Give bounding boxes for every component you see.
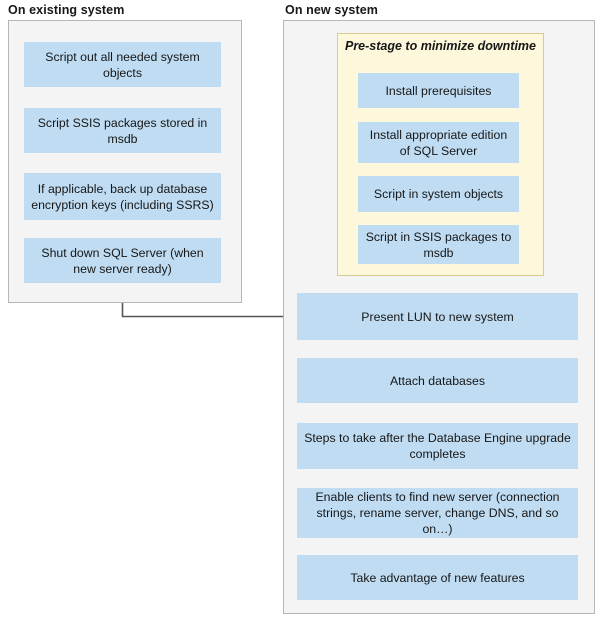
node-back-up-encryption-keys[interactable]: If applicable, back up database encrypti…: [24, 173, 221, 220]
node-install-prerequisites[interactable]: Install prerequisites: [358, 73, 519, 108]
node-enable-clients-find-new-server[interactable]: Enable clients to find new server (conne…: [297, 488, 578, 538]
node-script-ssis-packages[interactable]: Script SSIS packages stored in msdb: [24, 108, 221, 153]
node-present-lun-to-new-system[interactable]: Present LUN to new system: [297, 293, 578, 340]
node-script-in-system-objects[interactable]: Script in system objects: [358, 176, 519, 212]
group-label-pre-stage: Pre-stage to minimize downtime: [344, 39, 536, 53]
node-script-out-system-objects[interactable]: Script out all needed system objects: [24, 42, 221, 87]
node-take-advantage-of-new-features[interactable]: Take advantage of new features: [297, 555, 578, 600]
node-script-in-ssis-packages[interactable]: Script in SSIS packages to msdb: [358, 225, 519, 264]
node-attach-databases[interactable]: Attach databases: [297, 358, 578, 403]
node-post-upgrade-steps[interactable]: Steps to take after the Database Engine …: [297, 423, 578, 469]
panel-title-new-system: On new system: [285, 3, 378, 17]
panel-title-existing-system: On existing system: [8, 3, 125, 17]
node-install-sql-server-edition[interactable]: Install appropriate edition of SQL Serve…: [358, 122, 519, 163]
node-shut-down-sql-server[interactable]: Shut down SQL Server (when new server re…: [24, 238, 221, 283]
